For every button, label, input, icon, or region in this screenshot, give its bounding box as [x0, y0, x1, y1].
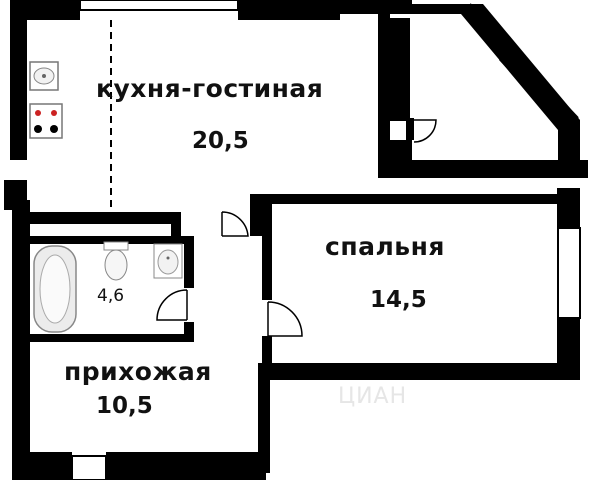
- door-kitchen: [221, 211, 249, 237]
- outer-walls: [4, 0, 588, 480]
- room-area-hallway: 10,5: [96, 393, 153, 419]
- door-bathroom: [156, 289, 188, 321]
- room-label-bedroom: спальня: [325, 232, 445, 261]
- kitchen-fixtures: [29, 61, 63, 139]
- bay-window-marks: [499, 54, 560, 122]
- watermark: ЦИАН: [338, 384, 408, 409]
- inner-walls: [27, 118, 562, 380]
- room-label-kitchen-living: кухня-гостиная: [96, 74, 324, 103]
- doors: [156, 119, 437, 337]
- room-label-hallway: прихожая: [64, 357, 212, 386]
- toilet: [104, 249, 128, 281]
- room-area-bedroom: 14,5: [370, 287, 427, 313]
- room-area-kitchen-living: 20,5: [192, 128, 249, 154]
- room-area-bathroom: 4,6: [97, 286, 125, 306]
- bathroom-fixtures: [33, 241, 183, 333]
- window-top: [79, 0, 239, 11]
- door-bedroom: [267, 301, 303, 337]
- kitchen-stove: [29, 103, 63, 139]
- window-right: [557, 227, 581, 319]
- toilet-tank: [103, 241, 129, 251]
- door-right-room: [413, 119, 437, 143]
- entrance-opening: [71, 455, 107, 480]
